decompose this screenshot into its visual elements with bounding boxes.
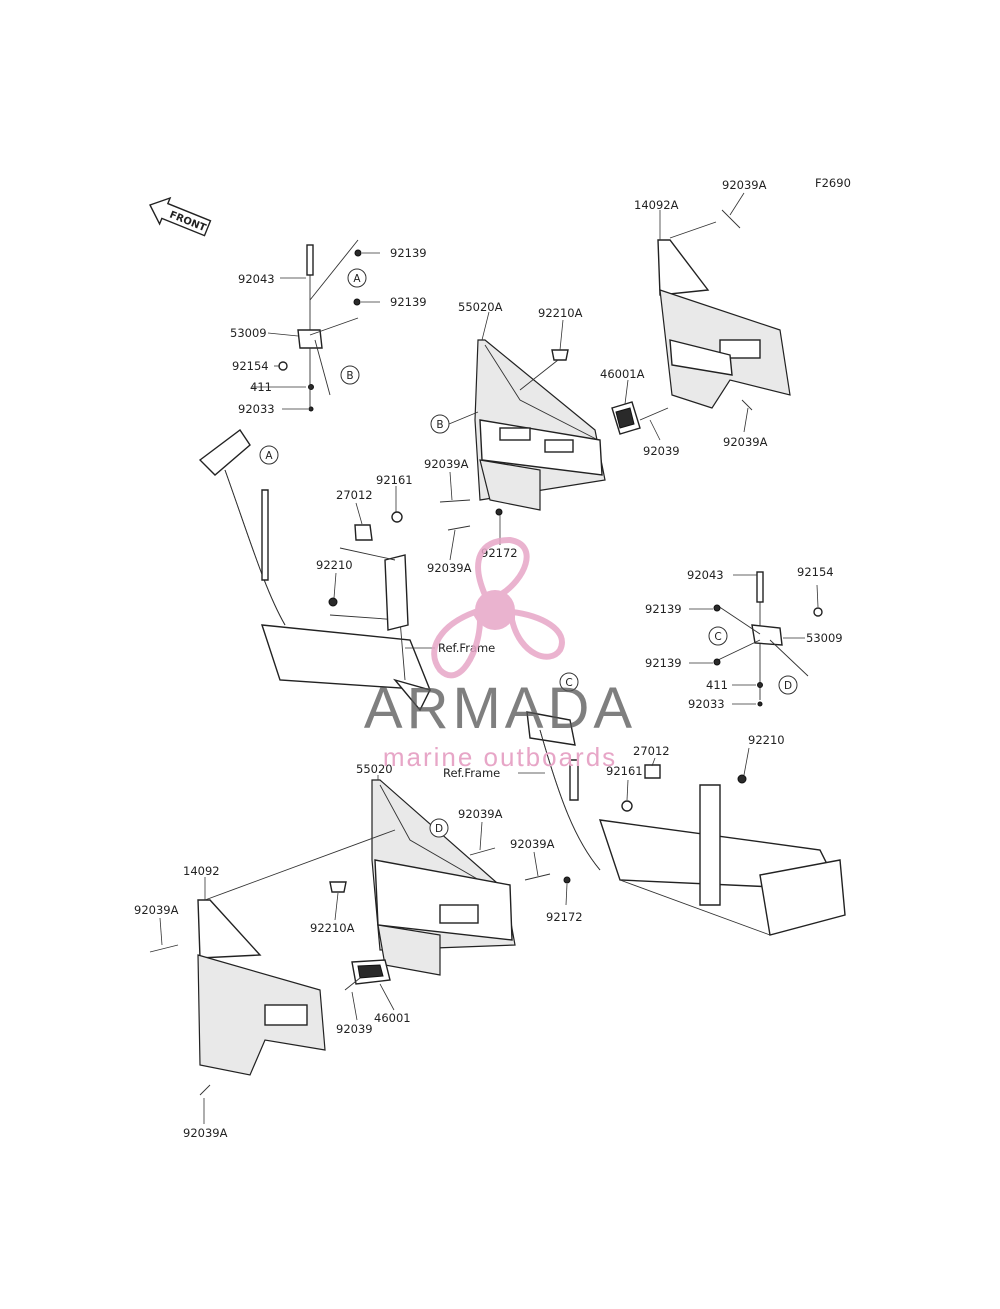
callout-C-right: C <box>708 626 728 646</box>
callout-B-upper: B <box>340 365 360 385</box>
label-53009: 53009 <box>230 326 267 340</box>
label-92172: 92172 <box>481 546 518 560</box>
label-92161: 92161 <box>606 764 643 778</box>
label-27012: 27012 <box>633 744 670 758</box>
label-92039A: 92039A <box>510 837 555 851</box>
callout-B-panel: B <box>430 414 450 434</box>
label-92154: 92154 <box>797 565 834 579</box>
label-92039A: 92039A <box>723 435 768 449</box>
bracket-assembly-right <box>713 571 823 707</box>
label-92210: 92210 <box>316 558 353 572</box>
label-92039: 92039 <box>643 444 680 458</box>
callout-label: D <box>784 680 792 692</box>
label-92139: 92139 <box>645 656 682 670</box>
cover-14092 <box>149 829 396 1096</box>
label-92033: 92033 <box>688 697 725 711</box>
label-55020A: 55020A <box>458 300 503 314</box>
label-46001A: 46001A <box>600 367 645 381</box>
latch-46001A <box>611 401 641 435</box>
label-92139: 92139 <box>390 295 427 309</box>
label-92210A: 92210A <box>538 306 583 320</box>
label-92043: 92043 <box>687 568 724 582</box>
bolt-92210A-lower <box>329 847 571 991</box>
label-92039A: 92039A <box>722 178 767 192</box>
label-92154: 92154 <box>232 359 269 373</box>
callout-label: B <box>346 370 353 382</box>
callout-label: A <box>353 273 361 285</box>
panel-55020 <box>371 779 516 976</box>
label-411: 411 <box>250 380 272 394</box>
cover-14092A <box>657 209 791 411</box>
figure-code: F2690 <box>815 176 851 190</box>
callout-C-frame: C <box>559 672 579 692</box>
bracket-assembly-left <box>278 239 362 412</box>
label-92139: 92139 <box>645 602 682 616</box>
callout-label: A <box>265 450 273 462</box>
label-46001: 46001 <box>374 1011 411 1025</box>
watermark: ARMADA marine outboards <box>364 536 636 772</box>
label-14092: 14092 <box>183 864 220 878</box>
label-92139: 92139 <box>390 246 427 260</box>
label-92039A: 92039A <box>458 807 503 821</box>
label-92039: 92039 <box>336 1022 373 1036</box>
callout-label: D <box>435 823 443 835</box>
callout-label: C <box>565 677 572 689</box>
propeller-logo-icon <box>431 536 565 679</box>
part-labels: 14092A 92039A 55020A 92210A 46001A 92039… <box>134 178 843 1140</box>
label-92210A: 92210A <box>310 921 355 935</box>
watermark-brand: ARMADA <box>364 676 636 741</box>
frame-right <box>526 711 846 936</box>
front-arrow-icon: FRONT <box>149 196 212 237</box>
label-411: 411 <box>706 678 728 692</box>
label-92172: 92172 <box>546 910 583 924</box>
bolt-92210A <box>519 349 569 391</box>
label-ref-frame: Ref.Frame <box>438 641 495 655</box>
label-14092A: 14092A <box>634 198 679 212</box>
label-92161: 92161 <box>376 473 413 487</box>
label-92039A: 92039A <box>134 903 179 917</box>
label-27012: 27012 <box>336 488 373 502</box>
small-parts <box>328 511 747 812</box>
callout-D-right: D <box>778 675 798 695</box>
watermark-tagline: marine outboards <box>383 742 617 772</box>
callout-label: B <box>436 419 443 431</box>
label-92033: 92033 <box>238 402 275 416</box>
label-92039A: 92039A <box>424 457 469 471</box>
label-55020: 55020 <box>356 762 393 776</box>
callout-A-upper: A <box>347 268 367 288</box>
label-92210: 92210 <box>748 733 785 747</box>
label-92039A: 92039A <box>427 561 472 575</box>
callout-D-panel: D <box>429 818 449 838</box>
label-92039A: 92039A <box>183 1126 228 1140</box>
callout-label: C <box>714 631 721 643</box>
frame-left <box>198 428 432 712</box>
label-ref-frame: Ref.Frame <box>443 766 500 780</box>
panel-55020A <box>474 339 606 511</box>
label-53009: 53009 <box>806 631 843 645</box>
callout-A-frame: A <box>259 445 279 465</box>
latch-46001 <box>351 959 391 985</box>
screws-upper <box>439 407 669 531</box>
label-92043: 92043 <box>238 272 275 286</box>
